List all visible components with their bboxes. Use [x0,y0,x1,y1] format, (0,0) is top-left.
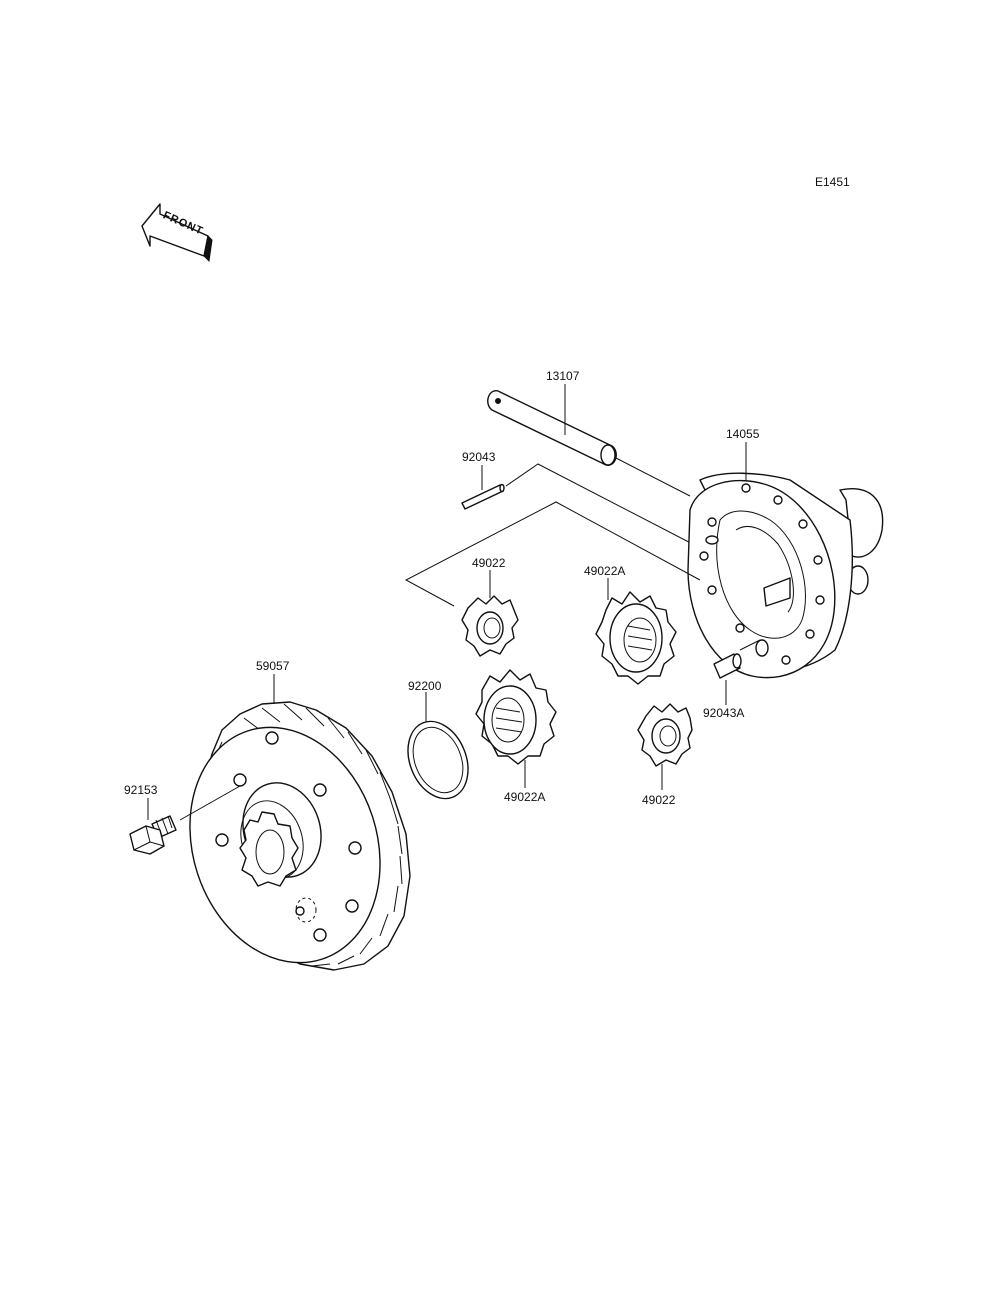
label-92200: 92200 [408,679,442,693]
ring-gear-59057 [189,701,411,971]
label-92043A: 92043A [703,706,744,720]
label-49022-bottom: 49022 [642,793,676,807]
shim-92200 [407,720,469,800]
leader-shaft-case [615,457,691,497]
label-13107: 13107 [546,369,580,383]
side-gear-49022A-top [595,591,677,685]
leader-92043A-case [739,639,761,651]
shaft-13107 [487,390,617,466]
label-92043: 92043 [462,450,496,464]
bolt-92153 [129,815,177,855]
leader-92153-gear [179,785,241,821]
differential-case-14055 [687,472,884,679]
pin-92043 [461,483,505,510]
label-59057: 59057 [256,659,290,673]
pinion-gear-49022-bottom [637,703,693,767]
label-49022A-top: 49022A [584,564,625,578]
label-92153: 92153 [124,783,158,797]
front-arrow-icon: FRONT [141,203,213,263]
diagram-code: E1451 [815,175,850,189]
side-gear-49022A-bottom [475,669,557,765]
label-49022-top: 49022 [472,556,506,570]
label-49022A-bottom: 49022A [504,790,545,804]
leader-pinion-case [404,501,701,607]
pinion-gear-49022-top [461,595,519,657]
label-14055: 14055 [726,427,760,441]
pin-92043A [713,653,742,679]
leader-92043-case [505,463,709,553]
